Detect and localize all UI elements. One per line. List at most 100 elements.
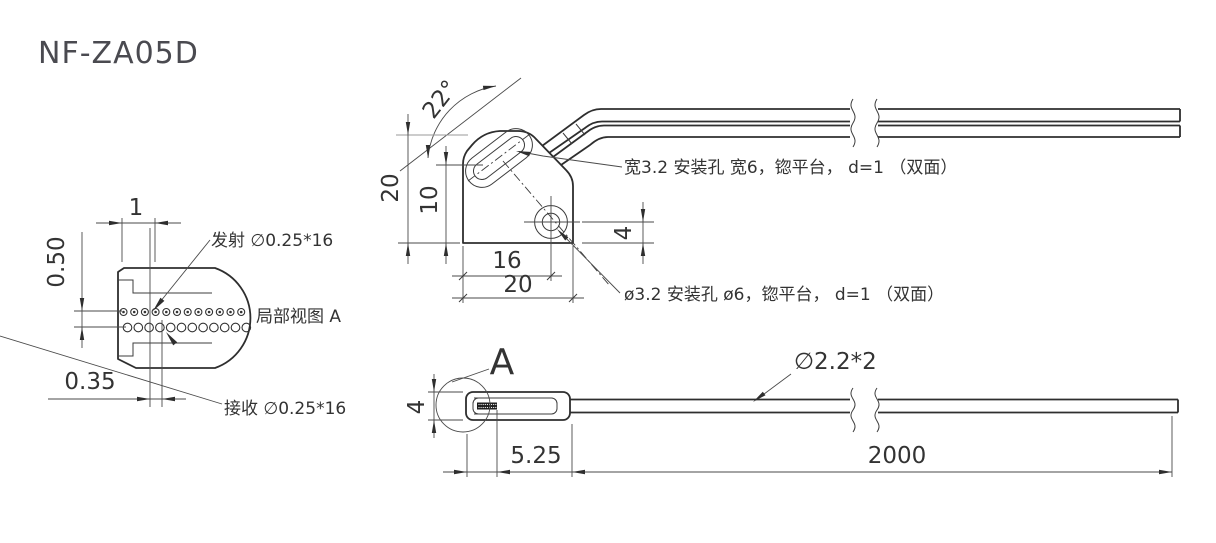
strip-dot bbox=[491, 406, 493, 409]
fiber-core-dot bbox=[143, 310, 147, 314]
hole-note: ø3.2 安装孔 ø6，锪平台， d=1 （双面） bbox=[624, 285, 944, 305]
dim-slot-height: 10 bbox=[417, 185, 443, 214]
leader-emit bbox=[155, 239, 211, 308]
fiber-circle bbox=[119, 307, 128, 317]
emit-label: 发射 ∅0.25*16 bbox=[211, 231, 333, 251]
emit-fiber-row bbox=[119, 307, 246, 317]
strip-dot bbox=[484, 403, 486, 406]
break-line bbox=[874, 387, 880, 433]
dim-ticks bbox=[458, 293, 578, 303]
fiber-circle bbox=[155, 322, 165, 333]
arrowhead bbox=[640, 209, 646, 222]
bracket-top-view: 22° 20 10 16 20 4 宽3.2 安装孔 宽6，锪平台， d bbox=[378, 76, 1181, 305]
cable-edge bbox=[548, 120, 1180, 154]
arrowhead bbox=[109, 220, 122, 226]
dim-fiber-inset: 5.25 bbox=[510, 443, 561, 469]
dim-angle: 22° bbox=[418, 76, 464, 124]
fiber-core-dot bbox=[239, 310, 243, 314]
strip-dot bbox=[480, 403, 482, 406]
fiber-core-dot bbox=[122, 310, 125, 314]
dim-overall-width: 20 bbox=[503, 272, 532, 298]
channel-bottom-line bbox=[118, 342, 212, 357]
fiber-circle bbox=[205, 307, 214, 317]
detail-view: 1 0.50 0.35 发射 ∅0.25*16 接收 ∅0.25*16 局部视图… bbox=[0, 195, 346, 419]
break-line bbox=[850, 387, 856, 433]
arrowhead bbox=[431, 379, 437, 392]
dim-ticks bbox=[458, 271, 556, 281]
page-title: NF-ZA05D bbox=[38, 36, 199, 71]
strip-dot bbox=[478, 406, 480, 409]
fiber-circle bbox=[183, 307, 192, 317]
detail-marker-label: A bbox=[490, 342, 515, 383]
arrowhead bbox=[79, 327, 85, 340]
fiber-circle bbox=[176, 322, 187, 333]
side-view: A ∅2.2*2 4 5.25 2000 bbox=[404, 342, 1179, 477]
cable-edge bbox=[560, 136, 1180, 166]
strip-dot bbox=[486, 403, 488, 406]
fiber-circle bbox=[194, 307, 203, 317]
leader-receive bbox=[0, 335, 223, 405]
head-outline bbox=[465, 391, 571, 421]
strip-dot bbox=[478, 403, 480, 406]
break-line bbox=[874, 98, 880, 148]
fiber-circle bbox=[209, 322, 219, 333]
fiber-strip bbox=[477, 402, 497, 410]
arrowhead bbox=[79, 298, 85, 311]
strip-dot bbox=[484, 406, 486, 409]
fiber-core-dot bbox=[229, 310, 232, 314]
fiber-core-dot bbox=[154, 310, 157, 314]
dim-head-height: 4 bbox=[404, 400, 430, 415]
dim-pitch: 1 bbox=[129, 195, 144, 221]
fiber-circle bbox=[198, 322, 208, 333]
cable-edge bbox=[552, 124, 1180, 158]
dim-row-gap: 0.50 bbox=[44, 236, 70, 287]
arrowhead bbox=[753, 391, 766, 402]
cable-segment-ticks bbox=[562, 123, 586, 145]
slot-corner-marks bbox=[474, 397, 478, 415]
leader-detail-a bbox=[451, 368, 490, 383]
dim-hole-to-bottom: 4 bbox=[611, 226, 637, 241]
strip-dot bbox=[491, 403, 493, 406]
fiber-circle bbox=[133, 322, 144, 333]
arrowhead bbox=[153, 297, 165, 311]
fiber-circle bbox=[241, 322, 252, 333]
arrowhead bbox=[454, 469, 467, 475]
fiber-circle bbox=[187, 322, 198, 333]
fiber-core-dot bbox=[197, 310, 200, 314]
arrowhead bbox=[443, 152, 449, 165]
slot-axis-centerline bbox=[467, 133, 531, 182]
fiber-circle bbox=[172, 307, 182, 317]
strip-dot bbox=[486, 406, 488, 409]
fiber-core-dot bbox=[218, 310, 222, 314]
fiber-core-dot bbox=[175, 310, 179, 314]
fiber-circle bbox=[226, 307, 235, 317]
fiber-circle bbox=[140, 307, 149, 317]
strip-dot bbox=[495, 406, 497, 409]
fiber-circle bbox=[237, 307, 246, 317]
arrowhead bbox=[443, 243, 449, 256]
fiber-circle bbox=[162, 307, 171, 317]
strip-dot bbox=[495, 403, 497, 406]
break-line bbox=[850, 98, 856, 148]
arrowhead bbox=[155, 220, 168, 226]
arrowhead bbox=[405, 243, 411, 256]
arrowhead bbox=[425, 145, 431, 158]
strip-dot bbox=[482, 403, 484, 406]
fiber-head-section-outline bbox=[117, 267, 252, 369]
channel-top-line bbox=[118, 279, 212, 294]
detail-view-label: 局部视图 A bbox=[256, 307, 341, 327]
fiber-circle bbox=[219, 322, 230, 333]
arrowhead bbox=[166, 332, 178, 346]
fiber-circle bbox=[165, 322, 176, 333]
cable-top-view bbox=[541, 98, 1181, 166]
strip-dot bbox=[480, 406, 482, 409]
fiber-circle bbox=[130, 307, 139, 317]
receive-fiber-row bbox=[122, 322, 252, 333]
strip-dot bbox=[493, 403, 495, 406]
bracket-outline bbox=[462, 130, 574, 244]
slot-note: 宽3.2 安装孔 宽6，锪平台， d=1 （双面） bbox=[624, 158, 957, 178]
angle-arc bbox=[427, 85, 497, 159]
fiber-core-dot bbox=[186, 310, 189, 314]
fiber-core-dot bbox=[207, 310, 211, 314]
